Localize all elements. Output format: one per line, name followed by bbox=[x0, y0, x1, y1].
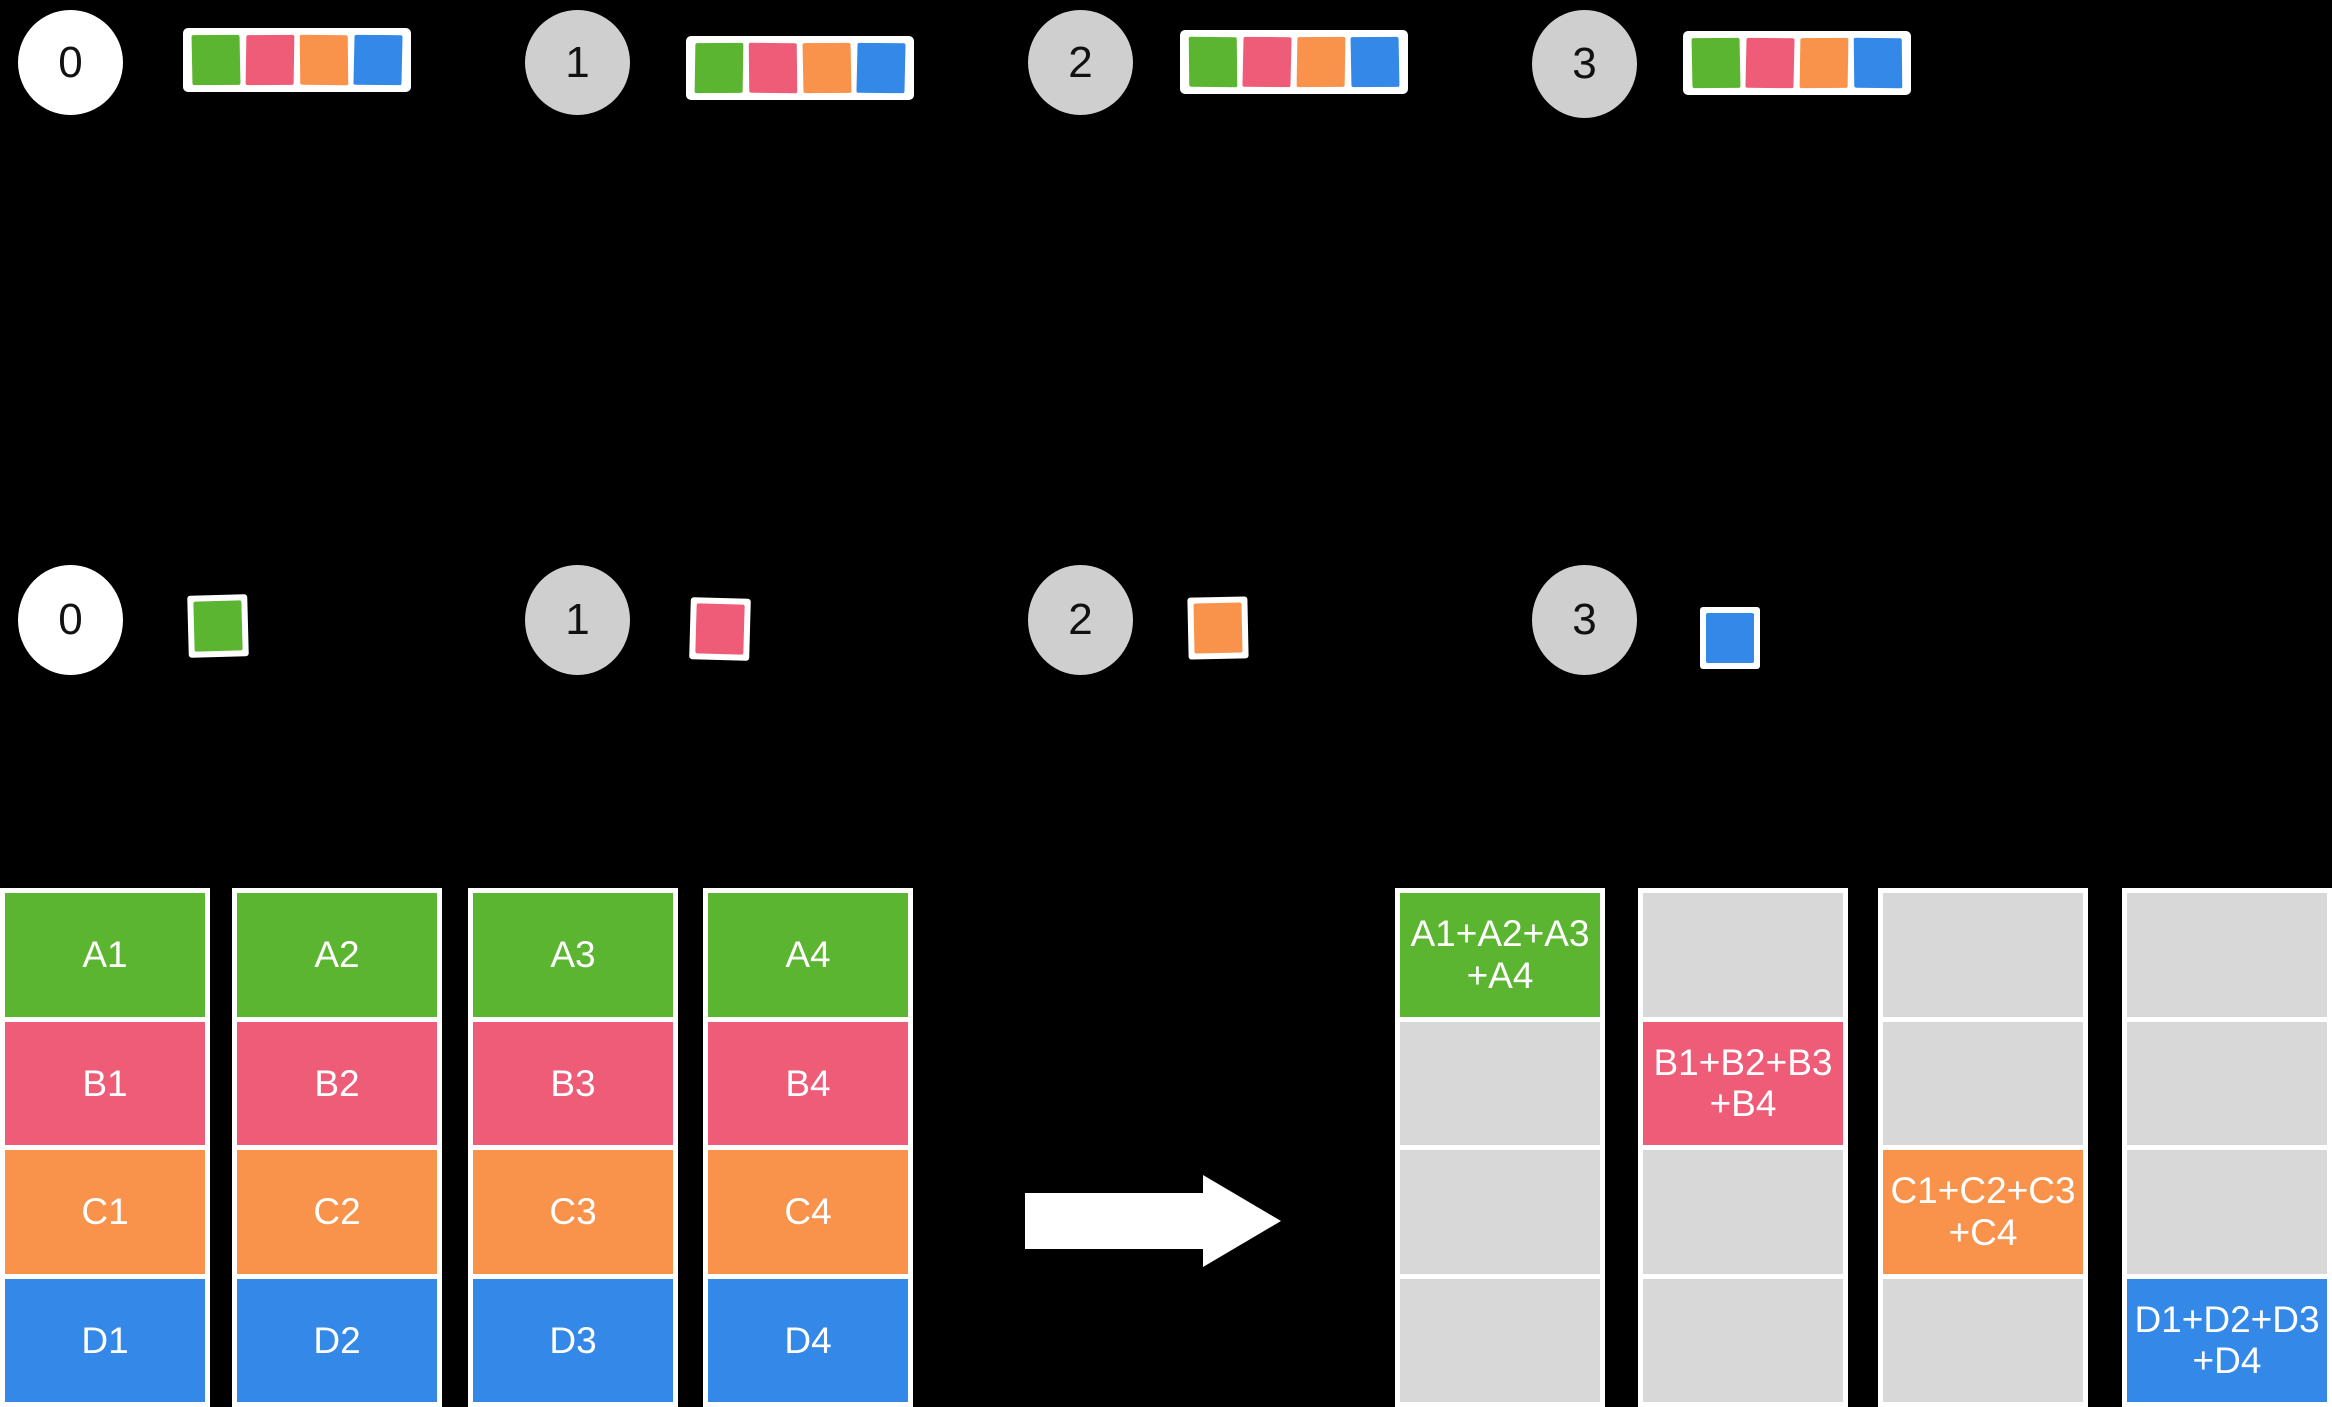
rank-circle-3-middle: 3 bbox=[1532, 565, 1637, 675]
single-chip-rank-0 bbox=[187, 594, 249, 658]
matrix-cell bbox=[1643, 1150, 1843, 1274]
matrix-cell: D1+D2+D3+D4 bbox=[2127, 1278, 2327, 1402]
rank-circle-1-middle: 1 bbox=[525, 565, 630, 675]
matrix-cell: D4 bbox=[708, 1278, 908, 1402]
matrix-cell: A2 bbox=[237, 893, 437, 1017]
rank-circle-1-top: 1 bbox=[525, 10, 630, 115]
matrix-cell: B2 bbox=[237, 1021, 437, 1145]
output-column-3: C1+C2+C3+C4 bbox=[1878, 888, 2088, 1407]
matrix-cell: A1+A2+A3+A4 bbox=[1400, 893, 1600, 1017]
arrow-head bbox=[1203, 1175, 1281, 1267]
input-column-2: A2 B2 C2 D2 bbox=[232, 888, 442, 1407]
rank-circle-3-top: 3 bbox=[1532, 10, 1637, 118]
matrix-cell: C2 bbox=[237, 1150, 437, 1274]
matrix-cell bbox=[1883, 893, 2083, 1017]
chip-blue bbox=[353, 34, 403, 86]
rank-label: 2 bbox=[1068, 595, 1093, 644]
chip-strip-rank-0 bbox=[185, 30, 409, 90]
chip-green bbox=[1691, 37, 1741, 89]
matrix-cell bbox=[1643, 893, 1843, 1017]
rank-circle-2-top: 2 bbox=[1028, 10, 1133, 115]
matrix-cell bbox=[1400, 1021, 1600, 1145]
rank-circle-0-top: 0 bbox=[18, 10, 123, 115]
rank-label: 0 bbox=[58, 37, 83, 87]
chip-green bbox=[694, 42, 744, 94]
output-column-2: B1+B2+B3+B4 bbox=[1638, 888, 1848, 1407]
chip-blue bbox=[1350, 36, 1400, 88]
transform-arrow bbox=[1025, 1175, 1283, 1267]
chip-strip-rank-3 bbox=[1685, 33, 1909, 93]
chip-orange bbox=[802, 42, 852, 94]
matrix-cell: B1+B2+B3+B4 bbox=[1643, 1021, 1843, 1145]
input-column-3: A3 B3 C3 D3 bbox=[468, 888, 678, 1407]
input-column-4: A4 B4 C4 D4 bbox=[703, 888, 913, 1407]
chip-blue bbox=[1853, 37, 1903, 89]
arrow-shaft bbox=[1025, 1193, 1205, 1249]
chip-pink bbox=[748, 42, 798, 94]
chip-strip-rank-2 bbox=[1182, 32, 1406, 92]
chip-orange bbox=[1799, 37, 1849, 89]
chip-blue bbox=[856, 42, 906, 94]
single-chip-rank-1 bbox=[689, 597, 751, 661]
matrix-cell: A3 bbox=[473, 893, 673, 1017]
chip-orange bbox=[299, 34, 349, 86]
chip-pink bbox=[245, 34, 295, 86]
rank-label: 2 bbox=[1068, 37, 1093, 87]
chip-pink bbox=[1242, 36, 1292, 88]
chip-green bbox=[193, 600, 243, 652]
matrix-cell bbox=[2127, 893, 2327, 1017]
chip-pink bbox=[695, 603, 745, 655]
chip-strip-rank-1 bbox=[688, 38, 912, 98]
matrix-cell: B4 bbox=[708, 1021, 908, 1145]
matrix-cell bbox=[1400, 1150, 1600, 1274]
chip-green bbox=[1188, 36, 1238, 88]
matrix-cell: B1 bbox=[5, 1021, 205, 1145]
matrix-cell bbox=[1643, 1278, 1843, 1402]
matrix-cell: B3 bbox=[473, 1021, 673, 1145]
matrix-cell bbox=[1883, 1278, 2083, 1402]
output-column-1: A1+A2+A3+A4 bbox=[1395, 888, 1605, 1407]
chip-orange bbox=[1296, 36, 1346, 88]
matrix-cell: D2 bbox=[237, 1278, 437, 1402]
chip-orange bbox=[1193, 602, 1243, 654]
rank-label: 3 bbox=[1572, 595, 1597, 644]
single-chip-rank-2 bbox=[1187, 596, 1249, 660]
matrix-cell: C4 bbox=[708, 1150, 908, 1274]
input-column-1: A1 B1 C1 D1 bbox=[0, 888, 210, 1407]
chip-blue bbox=[1706, 613, 1754, 663]
matrix-cell bbox=[2127, 1021, 2327, 1145]
chip-green bbox=[191, 34, 241, 86]
rank-circle-0-middle: 0 bbox=[18, 565, 123, 675]
matrix-cell bbox=[1400, 1278, 1600, 1402]
matrix-cell bbox=[2127, 1150, 2327, 1274]
rank-label: 1 bbox=[565, 37, 590, 87]
rank-label: 1 bbox=[565, 595, 590, 644]
output-column-4: D1+D2+D3+D4 bbox=[2122, 888, 2332, 1407]
matrix-cell: C1+C2+C3+C4 bbox=[1883, 1150, 2083, 1274]
matrix-cell: A1 bbox=[5, 893, 205, 1017]
matrix-cell: A4 bbox=[708, 893, 908, 1017]
matrix-cell bbox=[1883, 1021, 2083, 1145]
matrix-cell: D1 bbox=[5, 1278, 205, 1402]
rank-label: 0 bbox=[58, 595, 83, 644]
single-chip-rank-3 bbox=[1700, 607, 1760, 669]
rank-circle-2-middle: 2 bbox=[1028, 565, 1133, 675]
matrix-cell: D3 bbox=[473, 1278, 673, 1402]
chip-pink bbox=[1745, 37, 1795, 89]
matrix-cell: C3 bbox=[473, 1150, 673, 1274]
rank-label: 3 bbox=[1572, 39, 1597, 88]
matrix-cell: C1 bbox=[5, 1150, 205, 1274]
